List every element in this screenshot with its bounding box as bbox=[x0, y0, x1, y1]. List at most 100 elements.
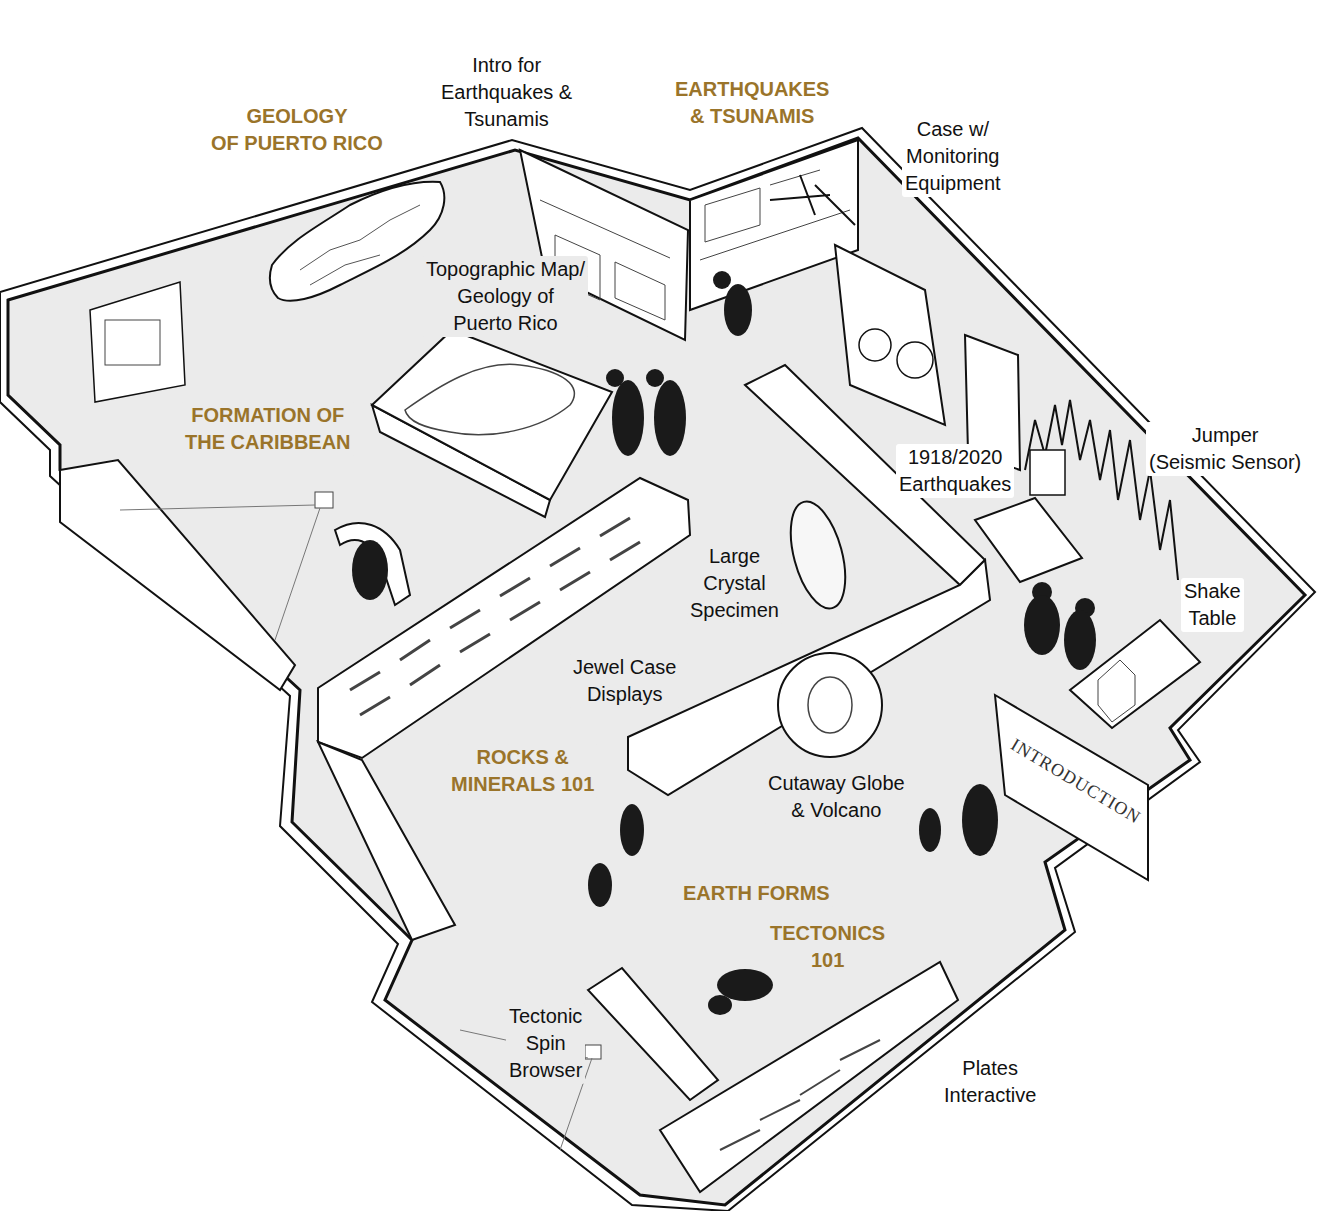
projector-icon bbox=[315, 492, 333, 508]
visitor bbox=[612, 380, 644, 456]
label-line: Earthquakes bbox=[899, 471, 1011, 498]
label-line: Shake bbox=[1184, 578, 1241, 605]
label-line: ROCKS & bbox=[451, 744, 594, 771]
visitor-silhouettes bbox=[352, 271, 1096, 1015]
monitoring-equipment bbox=[770, 175, 855, 225]
callout-label: Case w/ Monitoring Equipment bbox=[902, 116, 1004, 197]
spin-browser bbox=[588, 968, 718, 1100]
relief-detail bbox=[300, 205, 420, 285]
panel-heading: INTRODUCTION bbox=[1004, 732, 1147, 830]
zone-title: TECTONICS 101 bbox=[767, 920, 888, 974]
label-line: Browser bbox=[509, 1057, 582, 1084]
callout-label: Cutaway Globe & Volcano bbox=[765, 770, 908, 824]
label-line: Crystal bbox=[690, 570, 779, 597]
floor bbox=[8, 138, 1305, 1205]
visitor bbox=[352, 540, 388, 600]
introduction-panel bbox=[995, 695, 1148, 880]
zone-title: EARTH FORMS bbox=[680, 880, 833, 907]
callout-label: Jewel Case Displays bbox=[570, 654, 679, 708]
label-line: Plates bbox=[944, 1055, 1036, 1082]
callout-label: Intro for Earthquakes & Tsunamis bbox=[438, 52, 575, 133]
label-line: 101 bbox=[770, 947, 885, 974]
plate-lines bbox=[720, 1040, 880, 1150]
label-line: Tsunamis bbox=[441, 106, 572, 133]
label-line: EARTHQUAKES bbox=[675, 76, 829, 103]
instrument bbox=[859, 329, 891, 361]
projector-icon bbox=[585, 1045, 601, 1059]
crystal-specimen bbox=[781, 496, 856, 615]
label-line: Topographic Map/ bbox=[426, 256, 585, 283]
monitoring-case bbox=[835, 245, 945, 425]
callout-label: Tectonic Spin Browser bbox=[506, 1003, 585, 1084]
label-line: Table bbox=[1184, 605, 1241, 632]
projector-beam bbox=[120, 505, 320, 640]
zone-title: FORMATION OF THE CARIBBEAN bbox=[182, 402, 354, 456]
visitor bbox=[919, 808, 941, 852]
label-line: Monitoring bbox=[905, 143, 1001, 170]
zone-title: GEOLOGY OF PUERTO RICO bbox=[208, 103, 386, 157]
visitor bbox=[962, 784, 998, 856]
visitor bbox=[1024, 595, 1060, 655]
callout-label: Topographic Map/ Geology of Puerto Rico bbox=[423, 256, 588, 337]
callout-label: Jumper (Seismic Sensor) bbox=[1146, 422, 1304, 476]
label-line: TECTONICS bbox=[770, 920, 885, 947]
callout-label: 1918/2020 Earthquakes bbox=[896, 444, 1014, 498]
rocks-wall-case bbox=[318, 742, 455, 940]
instrument bbox=[897, 342, 933, 378]
callout-label: Large Crystal Specimen bbox=[687, 543, 782, 624]
formation-block bbox=[60, 460, 295, 690]
label-line: Puerto Rico bbox=[426, 310, 585, 337]
label-line: Large bbox=[690, 543, 779, 570]
visitor bbox=[1064, 610, 1096, 670]
earthquake-wall bbox=[690, 140, 858, 310]
label-line: GEOLOGY bbox=[211, 103, 383, 130]
jumper-screen bbox=[1030, 450, 1065, 495]
visitor bbox=[620, 804, 644, 856]
wall-panel bbox=[90, 282, 185, 402]
label-line: Case w/ bbox=[905, 116, 1001, 143]
panel-graphic bbox=[105, 320, 160, 365]
label-line: Equipment bbox=[905, 170, 1001, 197]
label-line: FORMATION OF bbox=[185, 402, 351, 429]
label-line: Geology of bbox=[426, 283, 585, 310]
formation-kiosk bbox=[335, 523, 410, 605]
label-line: (Seismic Sensor) bbox=[1149, 449, 1301, 476]
globe-wall bbox=[628, 560, 990, 795]
visitor bbox=[588, 863, 612, 907]
zone-title: ROCKS & MINERALS 101 bbox=[448, 744, 597, 798]
label-line: Jumper bbox=[1149, 422, 1301, 449]
model-building bbox=[1098, 660, 1135, 722]
jumper-platform bbox=[975, 498, 1082, 582]
label-line: Specimen bbox=[690, 597, 779, 624]
callout-label: Shake Table bbox=[1181, 578, 1244, 632]
label-line: Intro for bbox=[441, 52, 572, 79]
label-line: & TSUNAMIS bbox=[675, 103, 829, 130]
globe-core bbox=[808, 677, 852, 733]
outer-wall bbox=[0, 128, 1315, 1211]
visitor bbox=[646, 369, 664, 387]
visitor bbox=[708, 995, 732, 1015]
cutaway-globe bbox=[778, 653, 882, 757]
wall-graphic bbox=[700, 170, 850, 260]
label-line: 1918/2020 bbox=[899, 444, 1011, 471]
topo-table bbox=[372, 330, 612, 500]
jewel-case-wall bbox=[318, 478, 690, 758]
visitor bbox=[724, 284, 752, 336]
zone-title: EARTHQUAKES & TSUNAMIS bbox=[672, 76, 832, 130]
label-line: EARTH FORMS bbox=[683, 880, 830, 907]
label-line: Displays bbox=[573, 681, 676, 708]
label-line: Interactive bbox=[944, 1082, 1036, 1109]
visitor bbox=[654, 380, 686, 456]
label-line: MINERALS 101 bbox=[451, 771, 594, 798]
label-line: Spin bbox=[509, 1030, 582, 1057]
label-line: Jewel Case bbox=[573, 654, 676, 681]
label-line: & Volcano bbox=[768, 797, 905, 824]
callout-label: Plates Interactive bbox=[941, 1055, 1039, 1109]
visitor bbox=[713, 271, 731, 289]
topo-island bbox=[405, 364, 574, 434]
label-line: OF PUERTO RICO bbox=[211, 130, 383, 157]
label-line: THE CARIBBEAN bbox=[185, 429, 351, 456]
label-line: INTRODUCTION bbox=[1007, 733, 1145, 828]
